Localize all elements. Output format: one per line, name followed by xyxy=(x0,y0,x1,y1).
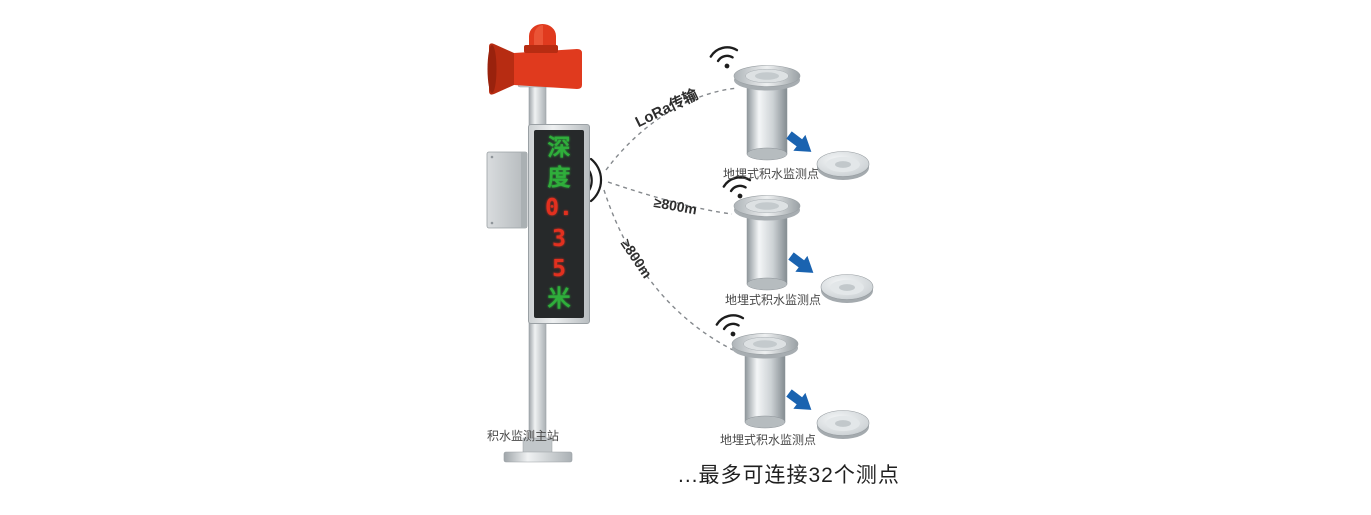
beacon-base xyxy=(524,45,558,53)
alarm-unit xyxy=(487,24,582,95)
sensor-label: 地埋式积水监测点 xyxy=(723,167,820,181)
footer-note: ...最多可连接32个测点 xyxy=(678,464,900,487)
station-label: 积水监测主站 xyxy=(487,429,560,443)
disc-sensor-icon xyxy=(816,151,870,181)
beacon-highlight xyxy=(534,25,543,45)
link-curve-3 xyxy=(603,189,734,351)
sensor-label: 地埋式积水监测点 xyxy=(720,433,817,447)
horn-speaker-icon xyxy=(514,49,582,89)
disc-sensor-icon xyxy=(816,410,870,440)
control-box xyxy=(486,151,528,229)
arrow-icon xyxy=(782,385,818,418)
led-screen: 深 度 0. 3 5 米 xyxy=(534,130,584,318)
wifi-icon xyxy=(714,311,748,341)
link-curve-2 xyxy=(607,181,733,215)
sensor-group-1 xyxy=(708,43,870,181)
led-line: 深 xyxy=(547,135,571,162)
wifi-icon xyxy=(708,43,742,73)
led-line: 3 xyxy=(552,225,566,252)
sensor-group-3 xyxy=(714,311,870,440)
buried-sensor-icon xyxy=(731,333,799,429)
disc-sensor-icon xyxy=(820,274,874,304)
link-curve-1 xyxy=(605,87,739,171)
led-line: 度 xyxy=(547,165,571,192)
lora-link-curves xyxy=(603,87,739,351)
sensor-label: 地埋式积水监测点 xyxy=(725,293,822,307)
led-line: 0. xyxy=(545,195,573,222)
led-line: 5 xyxy=(552,255,566,282)
arrow-icon xyxy=(784,248,820,281)
horn-opening xyxy=(487,45,497,93)
buried-sensor-icon xyxy=(733,195,801,291)
buried-sensor-icon xyxy=(733,65,801,161)
station-base-plate xyxy=(503,451,573,463)
arrow-icon xyxy=(782,127,818,160)
led-display: 深 度 0. 3 5 米 xyxy=(528,124,590,324)
sensor-group-2 xyxy=(721,173,874,304)
led-line: 米 xyxy=(547,285,571,312)
